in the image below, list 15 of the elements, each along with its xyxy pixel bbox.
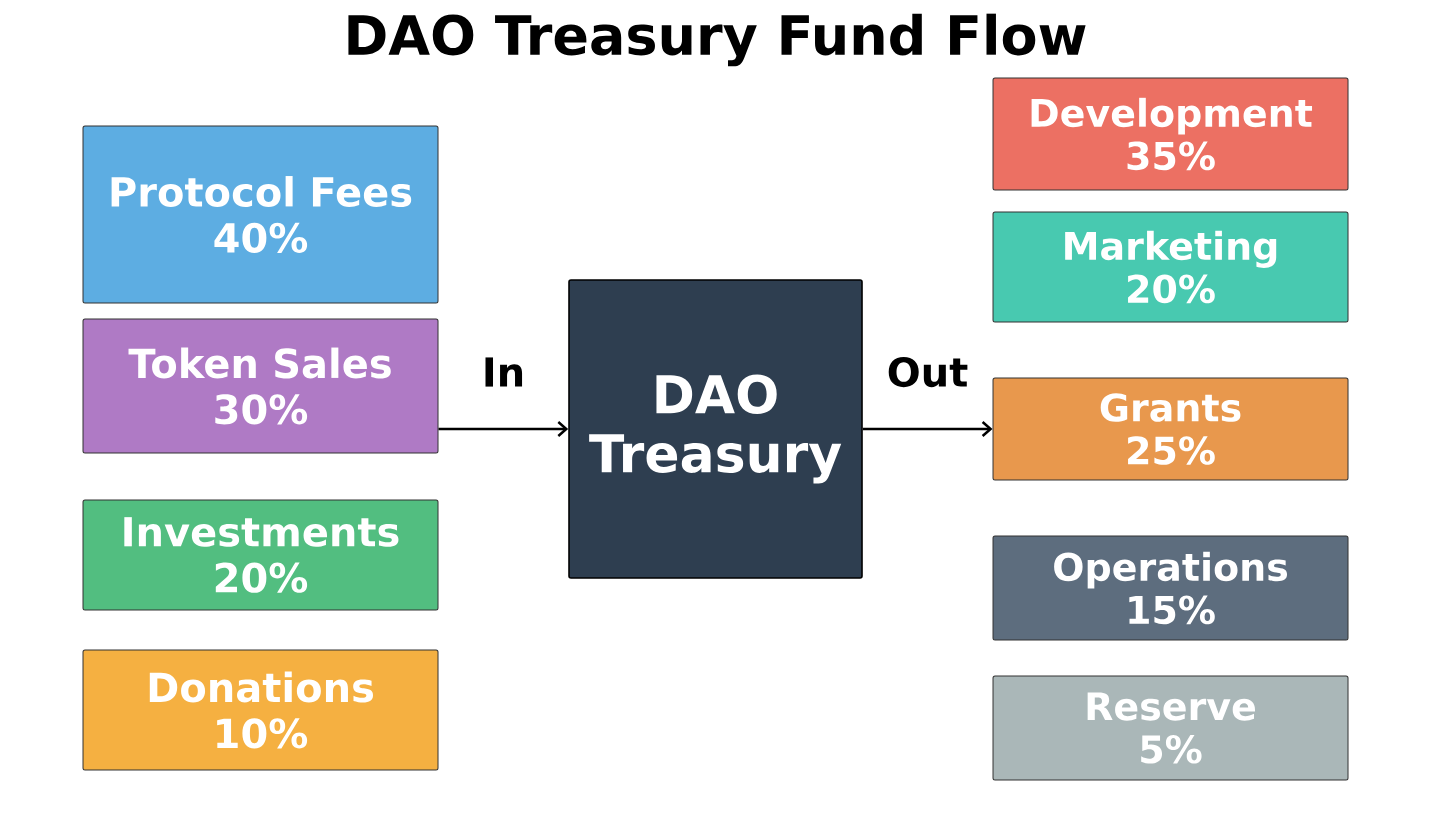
allocation-box: Marketing 20% [992, 211, 1349, 323]
allocation-box: Reserve 5% [992, 675, 1349, 781]
source-box: Donations 10% [82, 649, 439, 771]
allocation-box: Operations 15% [992, 535, 1349, 641]
arrow [862, 421, 993, 437]
edge-label: Out [888, 356, 968, 388]
allocation-box: Grants 25% [992, 377, 1349, 481]
treasury-box: DAO Treasury [568, 279, 863, 579]
allocation-box: Development 35% [992, 77, 1349, 191]
source-box: Protocol Fees 40% [82, 125, 439, 304]
edge-label: In [485, 357, 523, 387]
title: DAO Treasury Fund Flow [348, 13, 1086, 67]
source-box: Investments 20% [82, 499, 439, 611]
source-box: Token Sales 30% [82, 318, 439, 454]
arrow [438, 421, 569, 437]
